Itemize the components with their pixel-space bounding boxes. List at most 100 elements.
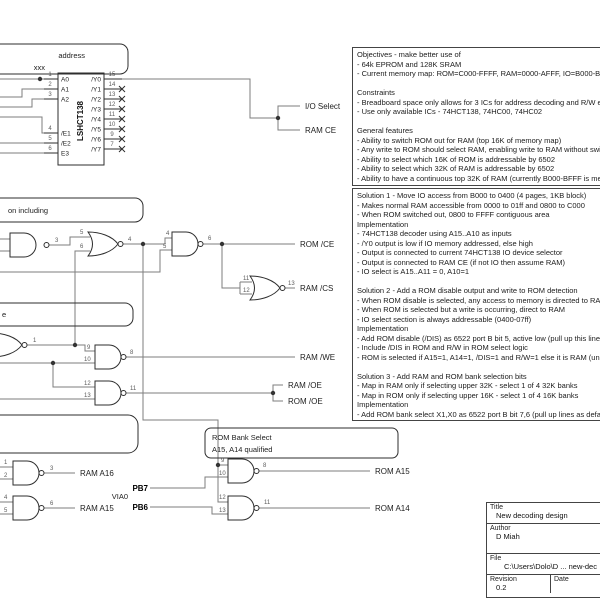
pin-number: 6 [48,146,52,152]
pin-number: 12 [219,495,226,501]
net-label-ram-a15: RAM A15 [80,504,114,513]
ic-74hct138: LSHCT138 1 2 3 4 5 6 A0 A1 A2 /E1 /E2 E3… [44,72,126,166]
callout-address [0,43,129,75]
pin-number: 10 [219,471,226,477]
file-label: File [490,555,502,562]
note-line: Objectives - make better use of [357,50,461,59]
pin-number: 9 [87,345,91,351]
pin-number: 5 [163,244,167,250]
pin-number: 1 [4,460,8,466]
pin-number: 7 [110,142,114,148]
note-line: General features [357,126,413,135]
net-label-ram-cs: RAM /CS [300,284,333,293]
pin-number: 6 [208,236,212,242]
note-line: Implementation [357,219,409,229]
pin-number: 11 [109,112,116,118]
pin-label: /Y4 [91,117,101,124]
pin-number: 13 [288,281,295,287]
note-line: Solution 1 - Move IO access from B000 to… [357,191,587,200]
pin-number: 10 [109,122,116,128]
pin-number: 5 [48,136,52,142]
callout-rom-bank-select [204,427,399,459]
pin-number: 13 [219,508,226,514]
callout-e [0,302,134,327]
logic-gates [0,231,286,521]
note-line: Implementation [357,400,409,409]
title-block-revision-row: Revision 0.2 Date [487,575,600,593]
pin-number: 13 [84,393,91,399]
note-line: Constraints [357,88,395,97]
pin-number: 6 [50,501,54,507]
note-line: - ROM is selected if A15=1, A14=1, /DIS=… [357,352,600,362]
callout-including-text: on including [8,206,48,215]
note-line: - Output is connected to current 74HCT13… [357,248,563,257]
pin-number: 2 [48,82,52,88]
revision-value: 0.2 [496,583,507,592]
net-label-ram-oe: RAM /OE [288,381,322,390]
title-value: New decoding design [496,511,568,520]
pin-number: 13 [109,92,116,98]
pin-label: /Y5 [91,127,101,134]
note-line: - Include /DIS in ROM and R/W in ROM sel… [357,343,528,352]
pin-number: 3 [50,466,54,472]
pin-number: 4 [48,126,52,132]
pin-number: 12 [84,381,91,387]
note-line: - IO select section is always addressabl… [357,314,532,324]
pin-number: 8 [263,463,267,469]
pin-number: 5 [4,508,8,514]
pin-number: 9 [221,458,225,464]
callout-rom-bank-line2: A15, A14 qualified [212,445,272,454]
pin-number: 1 [48,72,52,78]
callouts: address xxx on including e ROM Bank Sele… [0,43,399,459]
pin-number: 5 [80,230,84,236]
pin-number: 3 [55,238,59,244]
ic-pin-stubs [44,78,122,154]
revision-label: Revision [490,576,517,583]
pin-label: /Y3 [91,107,101,114]
callout-address-line2: xxx [34,63,46,72]
pin-number: 11 [264,500,271,506]
pin-number: 4 [166,231,170,237]
pin-number: 12 [109,102,116,108]
pin-number: 4 [128,237,132,243]
note-line: - /Y0 output is low if IO memory address… [357,238,533,248]
net-label-rom-ce: ROM /CE [300,240,334,249]
note-line: - Use only available ICs - 74HCT138, 74H… [357,107,543,116]
pin-label: /Y0 [91,77,101,84]
pin-label: /Y1 [91,87,101,94]
pin-label: E3 [61,151,69,158]
note-line: - When ROM switched out, 0800 to FFFF co… [357,210,550,219]
pin-number: 9 [110,132,114,138]
pin-label: A0 [61,77,69,84]
net-label-ram-ce: RAM CE [305,126,336,135]
net-label-io-select: I/O Select [305,102,341,111]
pin-number: 10 [84,357,91,363]
note-line: - Any write to ROM should select RAM, en… [357,145,600,154]
objectives-notes-box: Objectives - make better use of- 64k EPR… [352,47,600,186]
gate-pin-numbers: 3 5 6 4 4 5 6 11 12 13 1 9 10 8 12 13 11… [4,230,295,514]
note-line: - Map in ROM only if selecting upper 16K… [357,390,579,400]
net-labels: I/O Select RAM CE ROM /CE RAM /CS RAM /W… [80,102,410,513]
note-line: - When ROM disable is selected, any acce… [357,295,600,305]
title-block-title-cell: Title New decoding design [487,503,600,524]
note-line: Solution 3 - Add RAM and ROM bank select… [357,371,527,381]
note-line: - 64k EPROM and 128K SRAM [357,59,462,69]
note-line: - Current memory map: ROM=C000-FFFF, RAM… [357,69,600,78]
junction-dots [37,76,281,468]
pin-number: 4 [4,495,8,501]
note-line [357,117,600,127]
title-block-file-cell: File C:\Users\Dolo\D ... new-dec [487,554,600,575]
net-label-rom-a14: ROM A14 [375,504,410,513]
pin-number: 2 [4,473,8,479]
title-block-author-cell: Author D Miah [487,524,600,554]
wires [0,78,370,515]
note-line: - Makes normal RAM accessible from 0000 … [357,200,585,210]
callout-rom-bank-line1: ROM Bank Select [212,433,273,442]
pin-label: /Y2 [91,97,101,104]
pin-number: 6 [80,244,84,250]
note-line: - Add ROM bank select X1,X0 as 6522 port… [357,409,600,419]
note-line: - Map in RAM only if selecting upper 32K… [357,381,578,390]
note-line: - When ROM is selected but a write is oc… [357,305,565,314]
